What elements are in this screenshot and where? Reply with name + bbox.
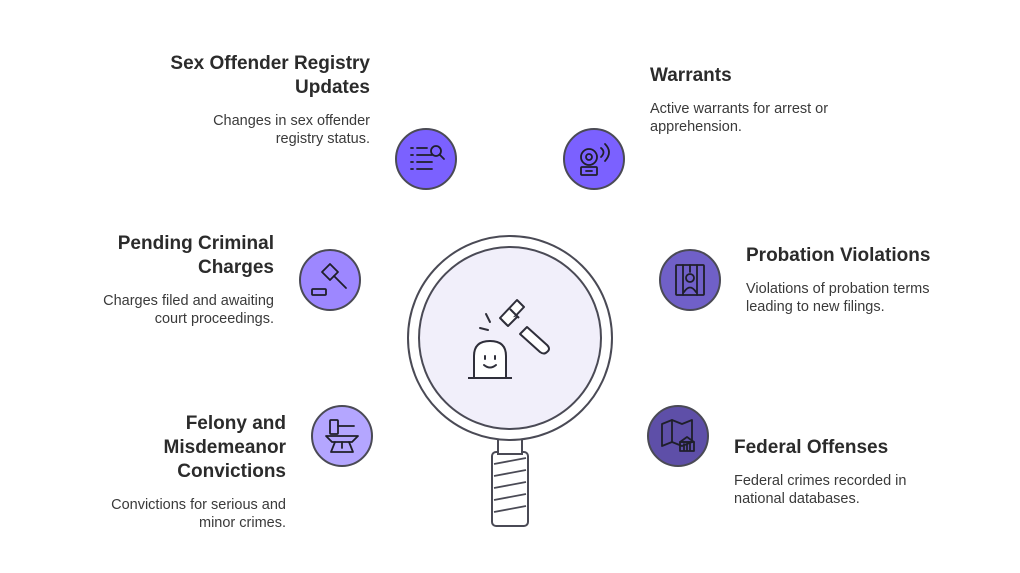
desc-line: national databases. [734, 491, 860, 507]
item-title-pending-charges: Pending Criminal Charges [54, 232, 274, 280]
map-courthouse-icon [647, 405, 709, 467]
item-title-probation: Probation Violations [746, 244, 996, 268]
title-line: Pending Criminal [117, 233, 274, 254]
item-desc-felony: Convictions for serious and minor crimes… [66, 496, 286, 532]
desc-line: court proceedings. [154, 311, 274, 327]
desc-line: Federal crimes recorded in [734, 473, 907, 489]
magnifier-gavel-icon [407, 235, 613, 527]
desc-line: Violations of probation terms [746, 281, 930, 297]
desc-line: leading to new filings. [746, 299, 885, 315]
title-line: Charges [197, 257, 274, 278]
title-line: Convictions [177, 461, 286, 482]
desc-line: Convictions for serious and [111, 497, 286, 513]
desc-line: Changes in sex offender [213, 113, 370, 129]
item-desc-probation: Violations of probation terms leading to… [746, 280, 996, 316]
jail-bars-icon [659, 249, 721, 311]
title-line: Probation Violations [746, 245, 931, 266]
item-desc-pending-charges: Charges filed and awaiting court proceed… [54, 292, 274, 328]
item-desc-warrants: Active warrants for arrest or apprehensi… [650, 100, 890, 136]
desc-line: registry status. [275, 131, 370, 147]
item-title-warrants: Warrants [650, 64, 890, 88]
desc-line: minor crimes. [198, 515, 286, 531]
title-line: Misdemeanor [163, 437, 286, 458]
desc-line: Active warrants for arrest or [650, 101, 829, 117]
list-search-icon [395, 128, 457, 190]
title-line: Sex Offender Registry [170, 53, 370, 74]
title-line: Felony and [185, 413, 286, 434]
gavel-icon [299, 249, 361, 311]
item-desc-sex-offender: Changes in sex offender registry status. [140, 112, 370, 148]
alarm-bell-icon [563, 128, 625, 190]
item-title-federal: Federal Offenses [734, 436, 984, 460]
anvil-hammer-icon [311, 405, 373, 467]
desc-line: apprehension. [650, 119, 742, 135]
title-line: Updates [295, 77, 370, 98]
item-title-felony: Felony and Misdemeanor Convictions [66, 412, 286, 484]
title-line: Federal Offenses [734, 437, 889, 458]
title-line: Warrants [650, 65, 732, 86]
item-title-sex-offender: Sex Offender Registry Updates [140, 52, 370, 100]
desc-line: Charges filed and awaiting [103, 293, 274, 309]
item-desc-federal: Federal crimes recorded in national data… [734, 472, 984, 508]
